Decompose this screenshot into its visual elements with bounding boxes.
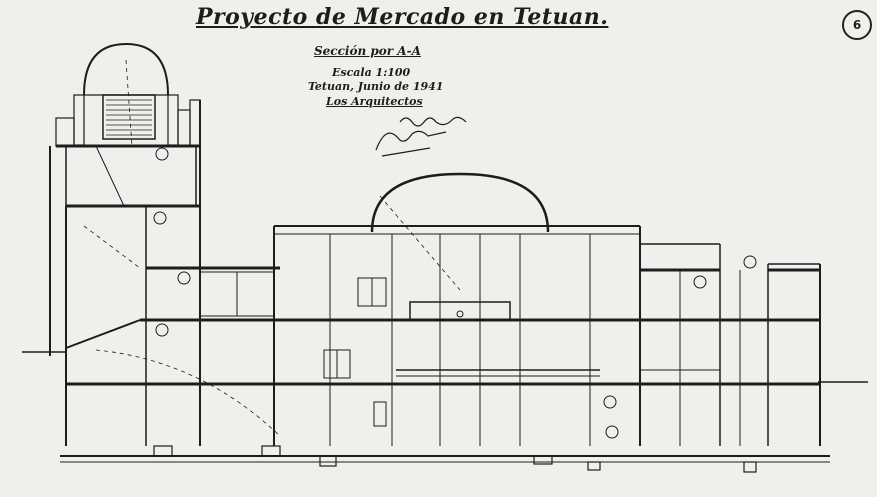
scale-label: Escala 1:100: [332, 66, 411, 79]
ground-line: [22, 351, 868, 463]
place-date: Tetuan, Junio de 1941: [308, 80, 444, 93]
central-hall: [273, 172, 821, 446]
sheet-number-badge: 6: [842, 10, 872, 40]
columns: [329, 234, 741, 446]
tower: [49, 42, 201, 446]
section-label: Sección por A-A: [314, 44, 421, 58]
architects-label: Los Arquitectos: [326, 95, 423, 108]
drawing-title: Proyecto de Mercado en Tetuan.: [196, 4, 609, 30]
windows: [199, 271, 721, 427]
floor-slabs: [66, 266, 820, 386]
foundations: [153, 445, 757, 473]
signatures: [375, 116, 467, 157]
detail-marks: [153, 147, 757, 439]
construction-lines: [83, 59, 461, 437]
